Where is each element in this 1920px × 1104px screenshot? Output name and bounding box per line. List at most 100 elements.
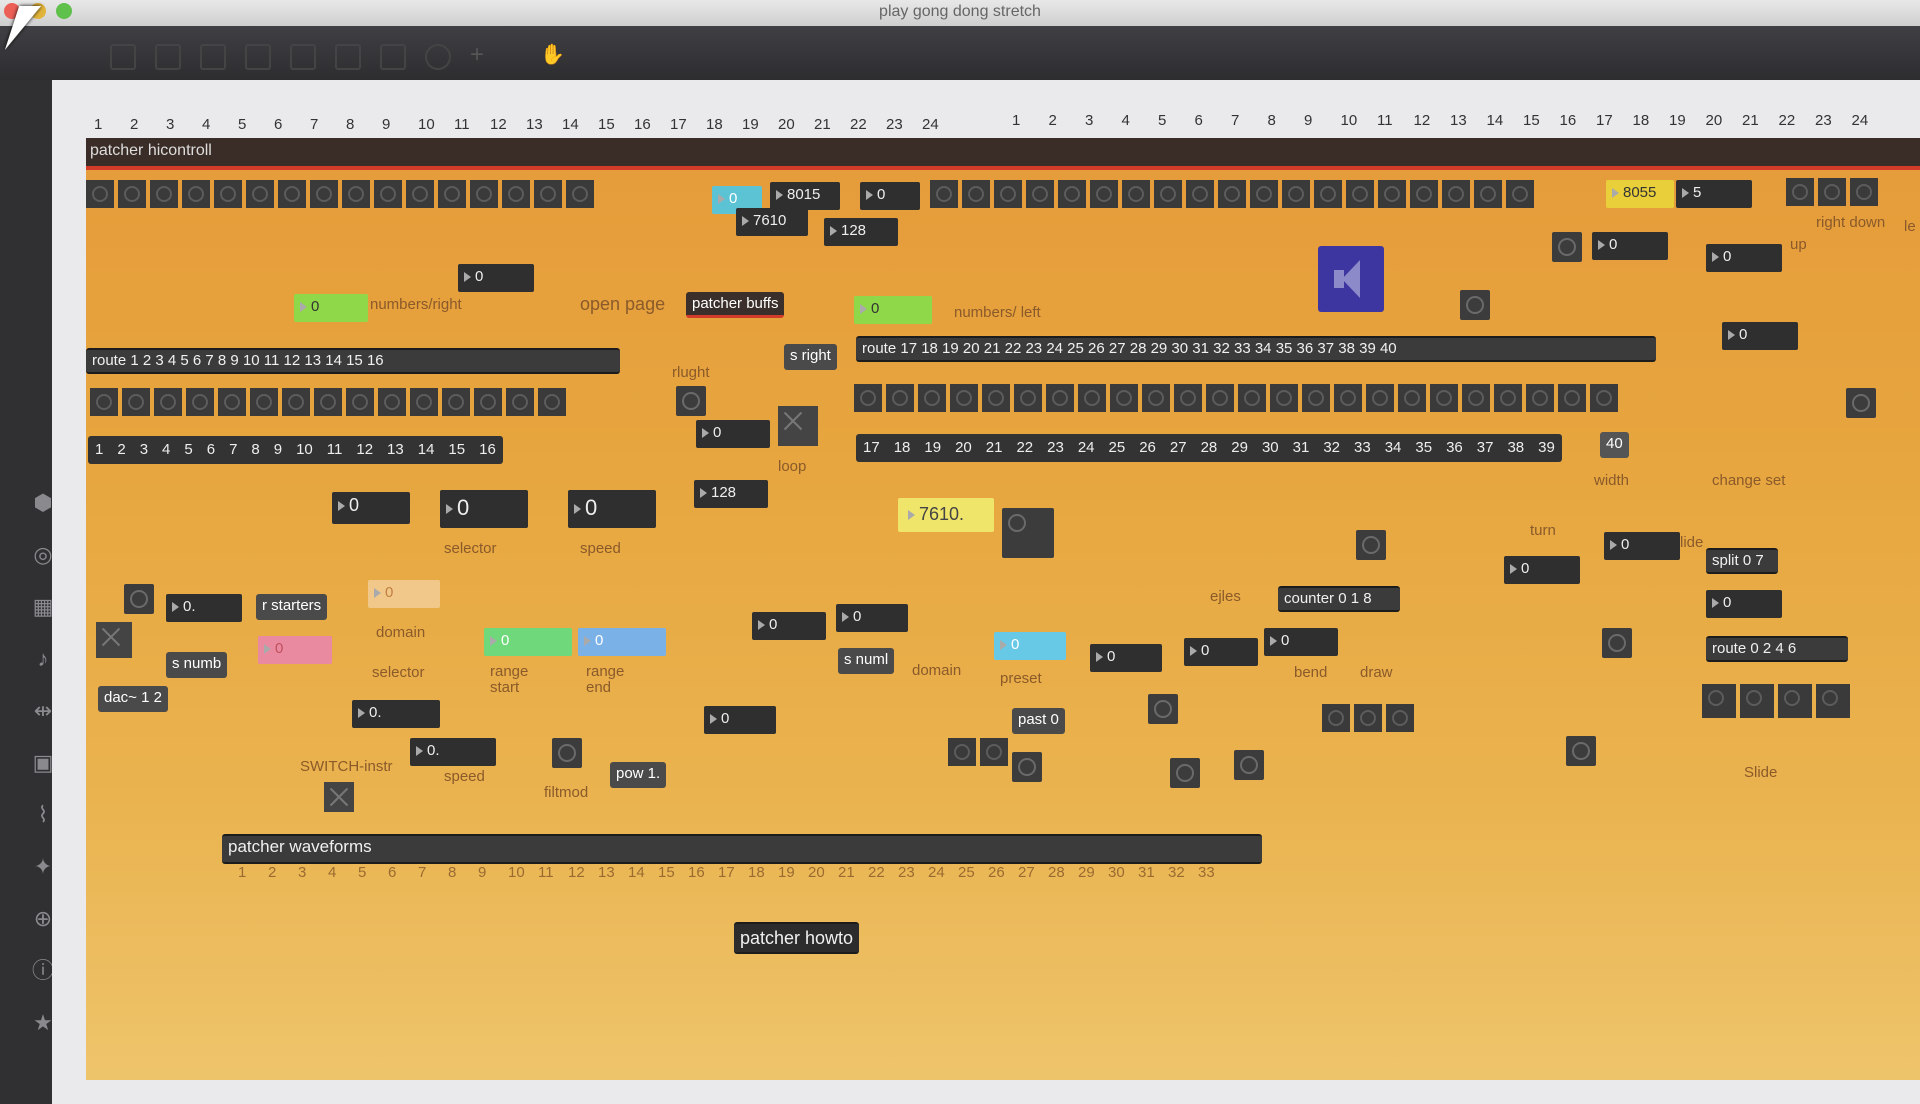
add-icon[interactable]: +	[470, 41, 485, 68]
counter-object[interactable]: counter 0 1 8	[1278, 586, 1400, 612]
strip-number[interactable]: 38	[1507, 439, 1525, 456]
strip-number[interactable]: 31	[1292, 439, 1310, 456]
lock-icon[interactable]	[110, 44, 136, 70]
route-right-object[interactable]: route 17 18 19 20 21 22 23 24 25 26 27 2…	[856, 336, 1656, 362]
button[interactable]	[950, 384, 978, 412]
button[interactable]	[534, 180, 562, 208]
strip-number[interactable]: 14	[417, 441, 435, 458]
button[interactable]	[282, 388, 310, 416]
number-box-128[interactable]: 128	[694, 480, 768, 508]
button[interactable]	[854, 384, 882, 412]
button[interactable]	[1270, 384, 1298, 412]
button[interactable]	[1142, 384, 1170, 412]
button[interactable]	[346, 388, 374, 416]
button[interactable]	[1110, 384, 1138, 412]
number-box-float[interactable]: 0.	[166, 594, 242, 622]
button[interactable]	[930, 180, 958, 208]
strip-number[interactable]: 2	[117, 441, 126, 458]
star-icon[interactable]: ★	[33, 1010, 53, 1035]
number-box-selector[interactable]: 0	[440, 490, 528, 528]
button[interactable]	[410, 388, 438, 416]
comment-icon[interactable]	[335, 44, 361, 70]
button[interactable]	[1818, 178, 1846, 206]
number-box[interactable]: 0	[1706, 590, 1782, 618]
button[interactable]	[1250, 180, 1278, 208]
strip-number[interactable]: 17	[863, 439, 880, 456]
button[interactable]	[1460, 290, 1490, 320]
strip-number[interactable]: 3	[139, 441, 149, 458]
button[interactable]	[1122, 180, 1150, 208]
patcher-header-bar[interactable]: patcher hicontroll	[86, 138, 1920, 170]
pow-object[interactable]: pow 1.	[610, 762, 667, 788]
s-right-object[interactable]: s right	[784, 344, 837, 370]
button[interactable]	[1314, 180, 1342, 208]
target-icon[interactable]: ◎	[33, 542, 53, 567]
button[interactable]	[566, 180, 594, 208]
number-box-top-0[interactable]: 0	[860, 182, 920, 210]
button[interactable]	[1378, 180, 1406, 208]
button[interactable]	[1302, 384, 1330, 412]
number-box-7610[interactable]: 7610	[736, 208, 808, 236]
button[interactable]	[1850, 178, 1878, 206]
button[interactable]	[314, 388, 342, 416]
toggle[interactable]	[96, 622, 132, 658]
number-box-range-end[interactable]: 0	[578, 628, 666, 656]
patcher-howto-object[interactable]: patcher howto	[734, 922, 860, 954]
grid-icon[interactable]	[380, 44, 406, 70]
button[interactable]	[182, 180, 210, 208]
align-icon[interactable]: ⇹	[33, 698, 53, 723]
r-starters-object[interactable]: r starters	[256, 594, 328, 620]
strip-number[interactable]: 19	[924, 439, 942, 456]
button[interactable]	[1218, 180, 1246, 208]
button[interactable]	[278, 180, 306, 208]
button[interactable]	[1174, 384, 1202, 412]
button[interactable]	[374, 180, 402, 208]
strip-number[interactable]: 8	[251, 441, 260, 458]
grid-panel-icon[interactable]: ▦	[32, 594, 54, 619]
strip-number[interactable]: 26	[1139, 439, 1156, 456]
strip-number[interactable]: 29	[1231, 439, 1248, 456]
strip-number[interactable]: 7	[229, 441, 238, 458]
button[interactable]	[886, 384, 914, 412]
large-button[interactable]	[1002, 508, 1054, 558]
strip-number[interactable]: 4	[162, 441, 171, 458]
button[interactable]	[474, 388, 502, 416]
puzzle-icon[interactable]: ✦	[33, 854, 53, 879]
button[interactable]	[1346, 180, 1374, 208]
toggle[interactable]	[324, 782, 354, 812]
strip-number[interactable]: 33	[1354, 439, 1371, 456]
button[interactable]	[502, 180, 530, 208]
number-box-speed[interactable]: 0	[568, 490, 656, 528]
button[interactable]	[1058, 180, 1086, 208]
button[interactable]	[962, 180, 990, 208]
strip-number[interactable]: 36	[1446, 439, 1463, 456]
number-box-pink[interactable]: 0	[258, 636, 332, 664]
button[interactable]	[1206, 384, 1234, 412]
chat-icon[interactable]	[200, 44, 226, 70]
strip-number[interactable]: 23	[1047, 439, 1064, 456]
button[interactable]	[1442, 180, 1470, 208]
strip-number[interactable]: 24	[1077, 439, 1095, 456]
help-icon[interactable]: ⊕	[33, 906, 53, 931]
button[interactable]	[1430, 384, 1458, 412]
strip-number[interactable]: 5	[184, 441, 193, 458]
strip-number[interactable]: 34	[1384, 439, 1402, 456]
strip-number[interactable]: 28	[1200, 439, 1218, 456]
button[interactable]	[982, 384, 1010, 412]
image-icon[interactable]: ▣	[32, 750, 54, 775]
strip-number[interactable]: 15	[448, 441, 466, 458]
button[interactable]	[1154, 180, 1182, 208]
strip-number[interactable]: 13	[387, 441, 404, 458]
strip-number[interactable]: 10	[296, 441, 313, 458]
past-object[interactable]: past 0	[1012, 708, 1065, 734]
strip-number[interactable]: 35	[1415, 439, 1433, 456]
route-small-object[interactable]: route 0 2 4 6	[1706, 636, 1848, 662]
button[interactable]	[1386, 704, 1414, 732]
button[interactable]	[378, 388, 406, 416]
message-icon[interactable]	[290, 44, 316, 70]
number-box-8015[interactable]: 8015	[770, 182, 840, 210]
button[interactable]	[1786, 178, 1814, 206]
button[interactable]	[1474, 180, 1502, 208]
number-box[interactable]: 0	[1184, 638, 1258, 666]
strip-number[interactable]: 21	[985, 439, 1003, 456]
